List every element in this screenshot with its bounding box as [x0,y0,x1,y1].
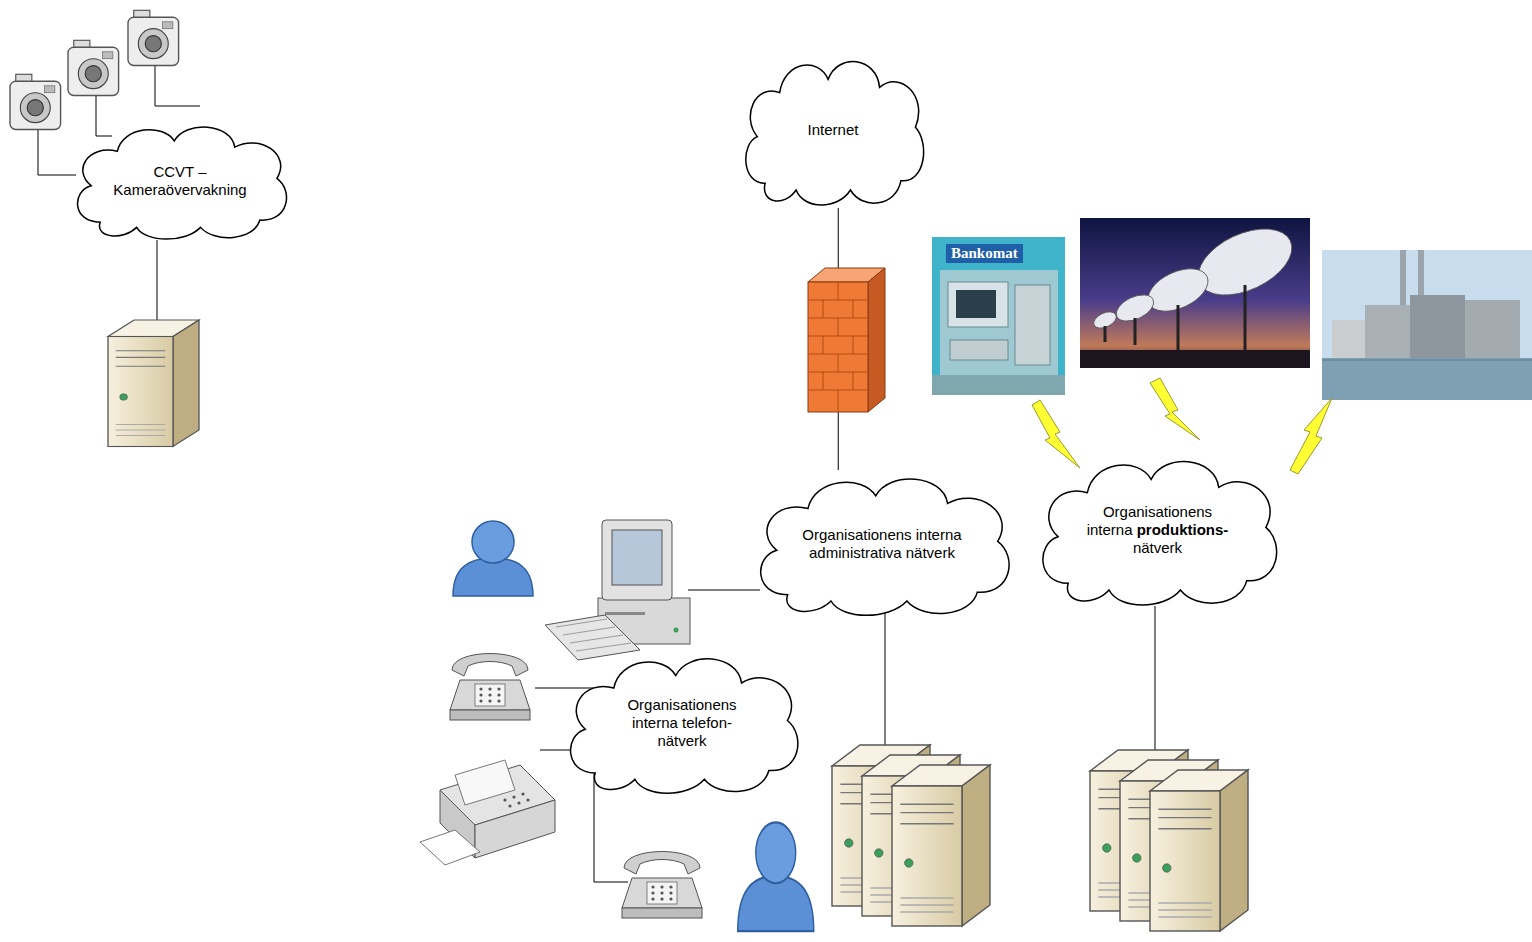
node-label: Internet [773,121,893,139]
photo-text: Bankomat [946,244,1023,263]
node-label: CCVT – Kameraövervakning [110,163,250,199]
node-label: Organisationens interna administrativa n… [798,526,966,562]
node-label: Organisationens interna telefon- nätverk [618,696,746,750]
cloud-node: Organisationens interna telefon- nätverk [558,648,806,798]
cloud-node: Internet [736,50,930,210]
cloud-node: Organisationens interna produktions- nät… [1030,450,1285,610]
cloud-node: Organisationens interna administrativa n… [747,468,1018,620]
cloud-node: CCVT – Kameraövervakning [66,118,294,243]
node-label: Organisationens interna produktions- nät… [1079,503,1237,557]
